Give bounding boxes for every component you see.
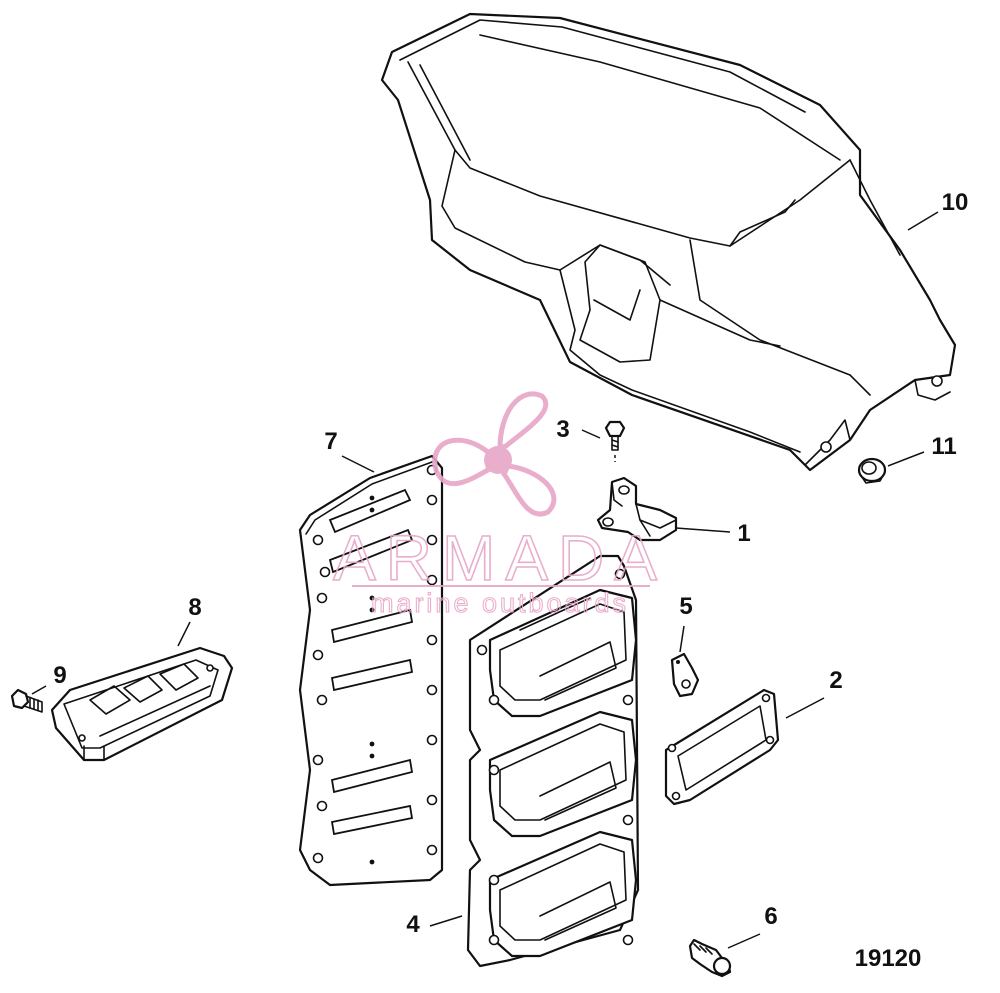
part-8-reed-block-small (50, 646, 234, 762)
callout-1: 1 (737, 520, 750, 547)
callout-5: 5 (679, 593, 692, 620)
part-5-tab-washer (670, 652, 700, 698)
figure-number: 19120 (855, 945, 922, 972)
part-6-bolt (688, 938, 732, 978)
part-9-screw (10, 688, 43, 713)
callout-4: 4 (406, 911, 420, 938)
part-2-small-gasket (664, 688, 780, 806)
callout-3: 3 (556, 416, 569, 443)
callout-8: 8 (188, 594, 201, 621)
watermark: ARMADA marine outboards (332, 391, 667, 619)
propeller-logo-icon (432, 391, 557, 517)
watermark-title: ARMADA (333, 522, 667, 594)
callout-10: 10 (942, 189, 969, 216)
callout-2: 2 (829, 667, 842, 694)
leader-lines (31, 211, 939, 949)
callout-9: 9 (53, 662, 66, 689)
part-4-reed-block (466, 554, 640, 968)
part-1-bracket (596, 476, 678, 542)
callout-labels: 1 2 3 4 5 6 7 8 9 10 11 19120 (53, 189, 968, 972)
callout-7: 7 (324, 428, 337, 455)
callout-11: 11 (931, 433, 956, 460)
watermark-subtitle: marine outboards (371, 588, 629, 618)
part-3-screw (604, 420, 626, 462)
callout-6: 6 (764, 903, 777, 930)
part-11-grommet (857, 457, 887, 484)
part-10-silencer-cover (380, 12, 957, 472)
part-7-gasket-plate (298, 454, 444, 887)
